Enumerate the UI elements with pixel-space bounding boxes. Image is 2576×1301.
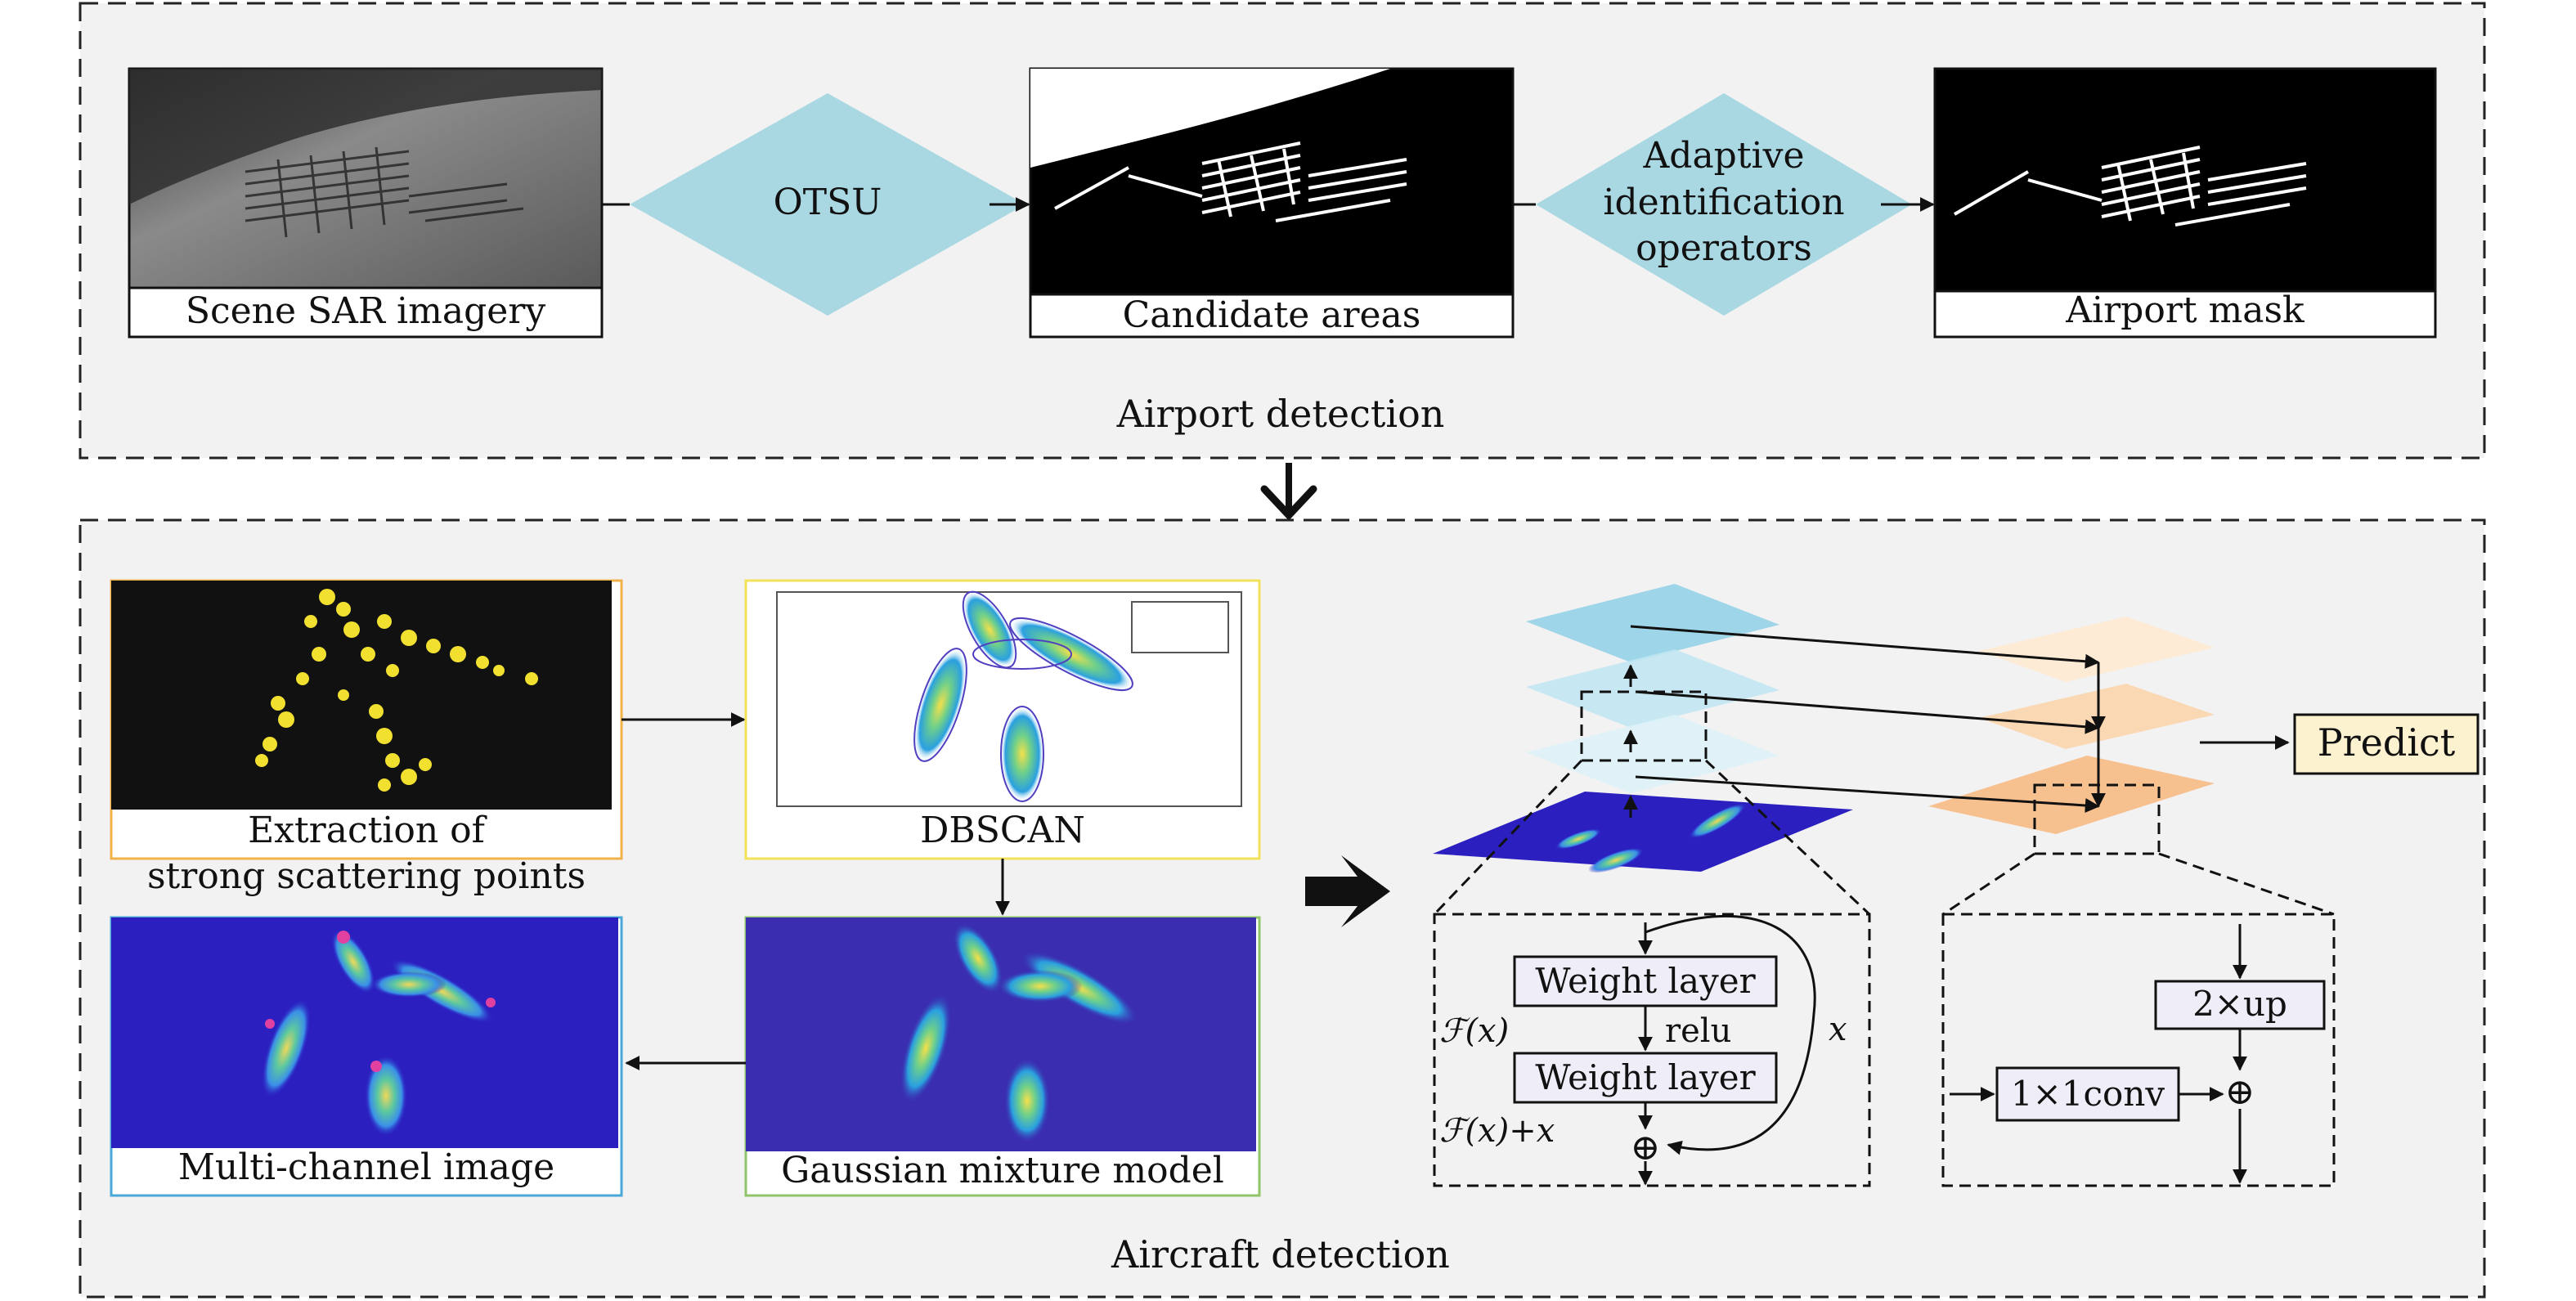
otsu-node: OTSU	[630, 93, 1025, 316]
multichannel-label: Multi-channel image	[178, 1146, 554, 1188]
upsample-label: 2×up	[2192, 984, 2287, 1024]
airport-mask-image	[1933, 67, 2437, 293]
gmm-image	[746, 917, 1256, 1151]
conv-label: 1×1conv	[2011, 1074, 2165, 1114]
airport-mask-label-box	[1933, 289, 2437, 339]
adaptive-diamond	[1536, 93, 1912, 316]
adaptive-label-line1: Adaptive	[1643, 135, 1805, 177]
airport-mask-block: Airport mask	[1933, 67, 2437, 339]
adaptive-label-line3: operators	[1636, 227, 1812, 269]
scene-label-box	[128, 286, 604, 339]
backbone-feature-stack	[1433, 584, 1853, 873]
adaptive-label-line2: identification	[1603, 182, 1844, 223]
airport-mask-label: Airport mask	[2065, 289, 2304, 331]
scene-runway-pattern	[245, 146, 524, 238]
residual-block-detail: Weight layer Weight layer ⊕ ℱ(x) relu ℱ(…	[1433, 913, 1871, 1187]
adaptive-operators-node: Adaptive identification operators	[1536, 93, 1912, 316]
backbone-input-heatmap	[1433, 792, 1853, 872]
extraction-block: Extraction of strong scattering points	[110, 579, 623, 897]
weight-layer-1-box	[1513, 955, 1778, 1007]
conv-box	[1995, 1066, 2180, 1122]
fpn-layer-low	[1928, 756, 2215, 834]
dbscan-contours	[913, 590, 1133, 802]
fpn-frame	[1941, 913, 2336, 1187]
fpn-merge-detail: 2×up 1×1conv ⊕	[1941, 913, 2336, 1187]
extraction-scatter-points	[255, 589, 538, 792]
chevron-down-arrow-icon	[1260, 463, 1317, 521]
backbone-layer-mid	[1526, 649, 1779, 728]
dbscan-block: DBSCAN	[744, 579, 1261, 860]
dbscan-label: DBSCAN	[920, 810, 1085, 851]
residual-frame	[1433, 913, 1871, 1187]
dbscan-legend	[1131, 601, 1229, 653]
aircraft-detection-panel: Extraction of strong scattering points D…	[79, 518, 2486, 1299]
otsu-label: OTSU	[774, 182, 882, 223]
airport-detection-caption: Airport detection	[1116, 392, 1445, 436]
residual-plus-icon: ⊕	[1631, 1127, 1661, 1169]
predict-label: Predict	[2318, 720, 2456, 765]
extraction-image	[111, 581, 612, 810]
multichannel-blobs	[261, 929, 496, 1137]
scene-sar-block: Scene SAR imagery	[128, 67, 604, 339]
otsu-diamond	[630, 93, 1025, 316]
relu-label: relu	[1665, 1012, 1731, 1050]
airport-detection-panel: Scene SAR imagery OTSU Candidate areas	[79, 2, 2486, 460]
candidate-areas-block: Candidate areas	[1029, 67, 1515, 339]
fpn-layer-top	[1979, 617, 2215, 682]
backbone-layer-low	[1526, 715, 1779, 793]
fpn-plus-icon: ⊕	[2225, 1071, 2255, 1113]
gmm-label: Gaussian mixture model	[781, 1150, 1224, 1191]
candidate-white-region	[1030, 69, 1390, 168]
bold-right-arrow-icon	[1305, 855, 1390, 927]
candidate-label-box	[1029, 293, 1515, 339]
extraction-label-line1: Extraction of	[248, 810, 487, 851]
zoom-indicators	[1433, 690, 2335, 916]
identity-x-label: x	[1829, 1011, 1847, 1048]
fx-plus-x-label: ℱ(x)+x	[1439, 1112, 1555, 1150]
gmm-blobs	[900, 923, 1138, 1143]
predict-box	[2293, 713, 2480, 775]
gmm-block: Gaussian mixture model	[744, 916, 1261, 1197]
network-connections	[1623, 625, 2290, 818]
weight-layer-1-label: Weight layer	[1535, 961, 1756, 1001]
extraction-label-line2: strong scattering points	[147, 855, 586, 897]
weight-layer-2-label: Weight layer	[1535, 1057, 1756, 1097]
candidate-airport-shape	[1054, 141, 1407, 222]
scene-label: Scene SAR imagery	[186, 290, 545, 332]
candidate-label: Candidate areas	[1123, 294, 1421, 336]
predict-block: Predict	[2293, 713, 2480, 775]
multichannel-block: Multi-channel image	[110, 916, 623, 1197]
airport-mask-shape	[1953, 146, 2307, 227]
aircraft-detection-caption: Aircraft detection	[1111, 1232, 1450, 1276]
scene-sea-region	[129, 69, 602, 204]
fx-label: ℱ(x)	[1439, 1012, 1509, 1050]
multichannel-image	[111, 917, 618, 1148]
backbone-layer-top	[1526, 584, 1779, 662]
